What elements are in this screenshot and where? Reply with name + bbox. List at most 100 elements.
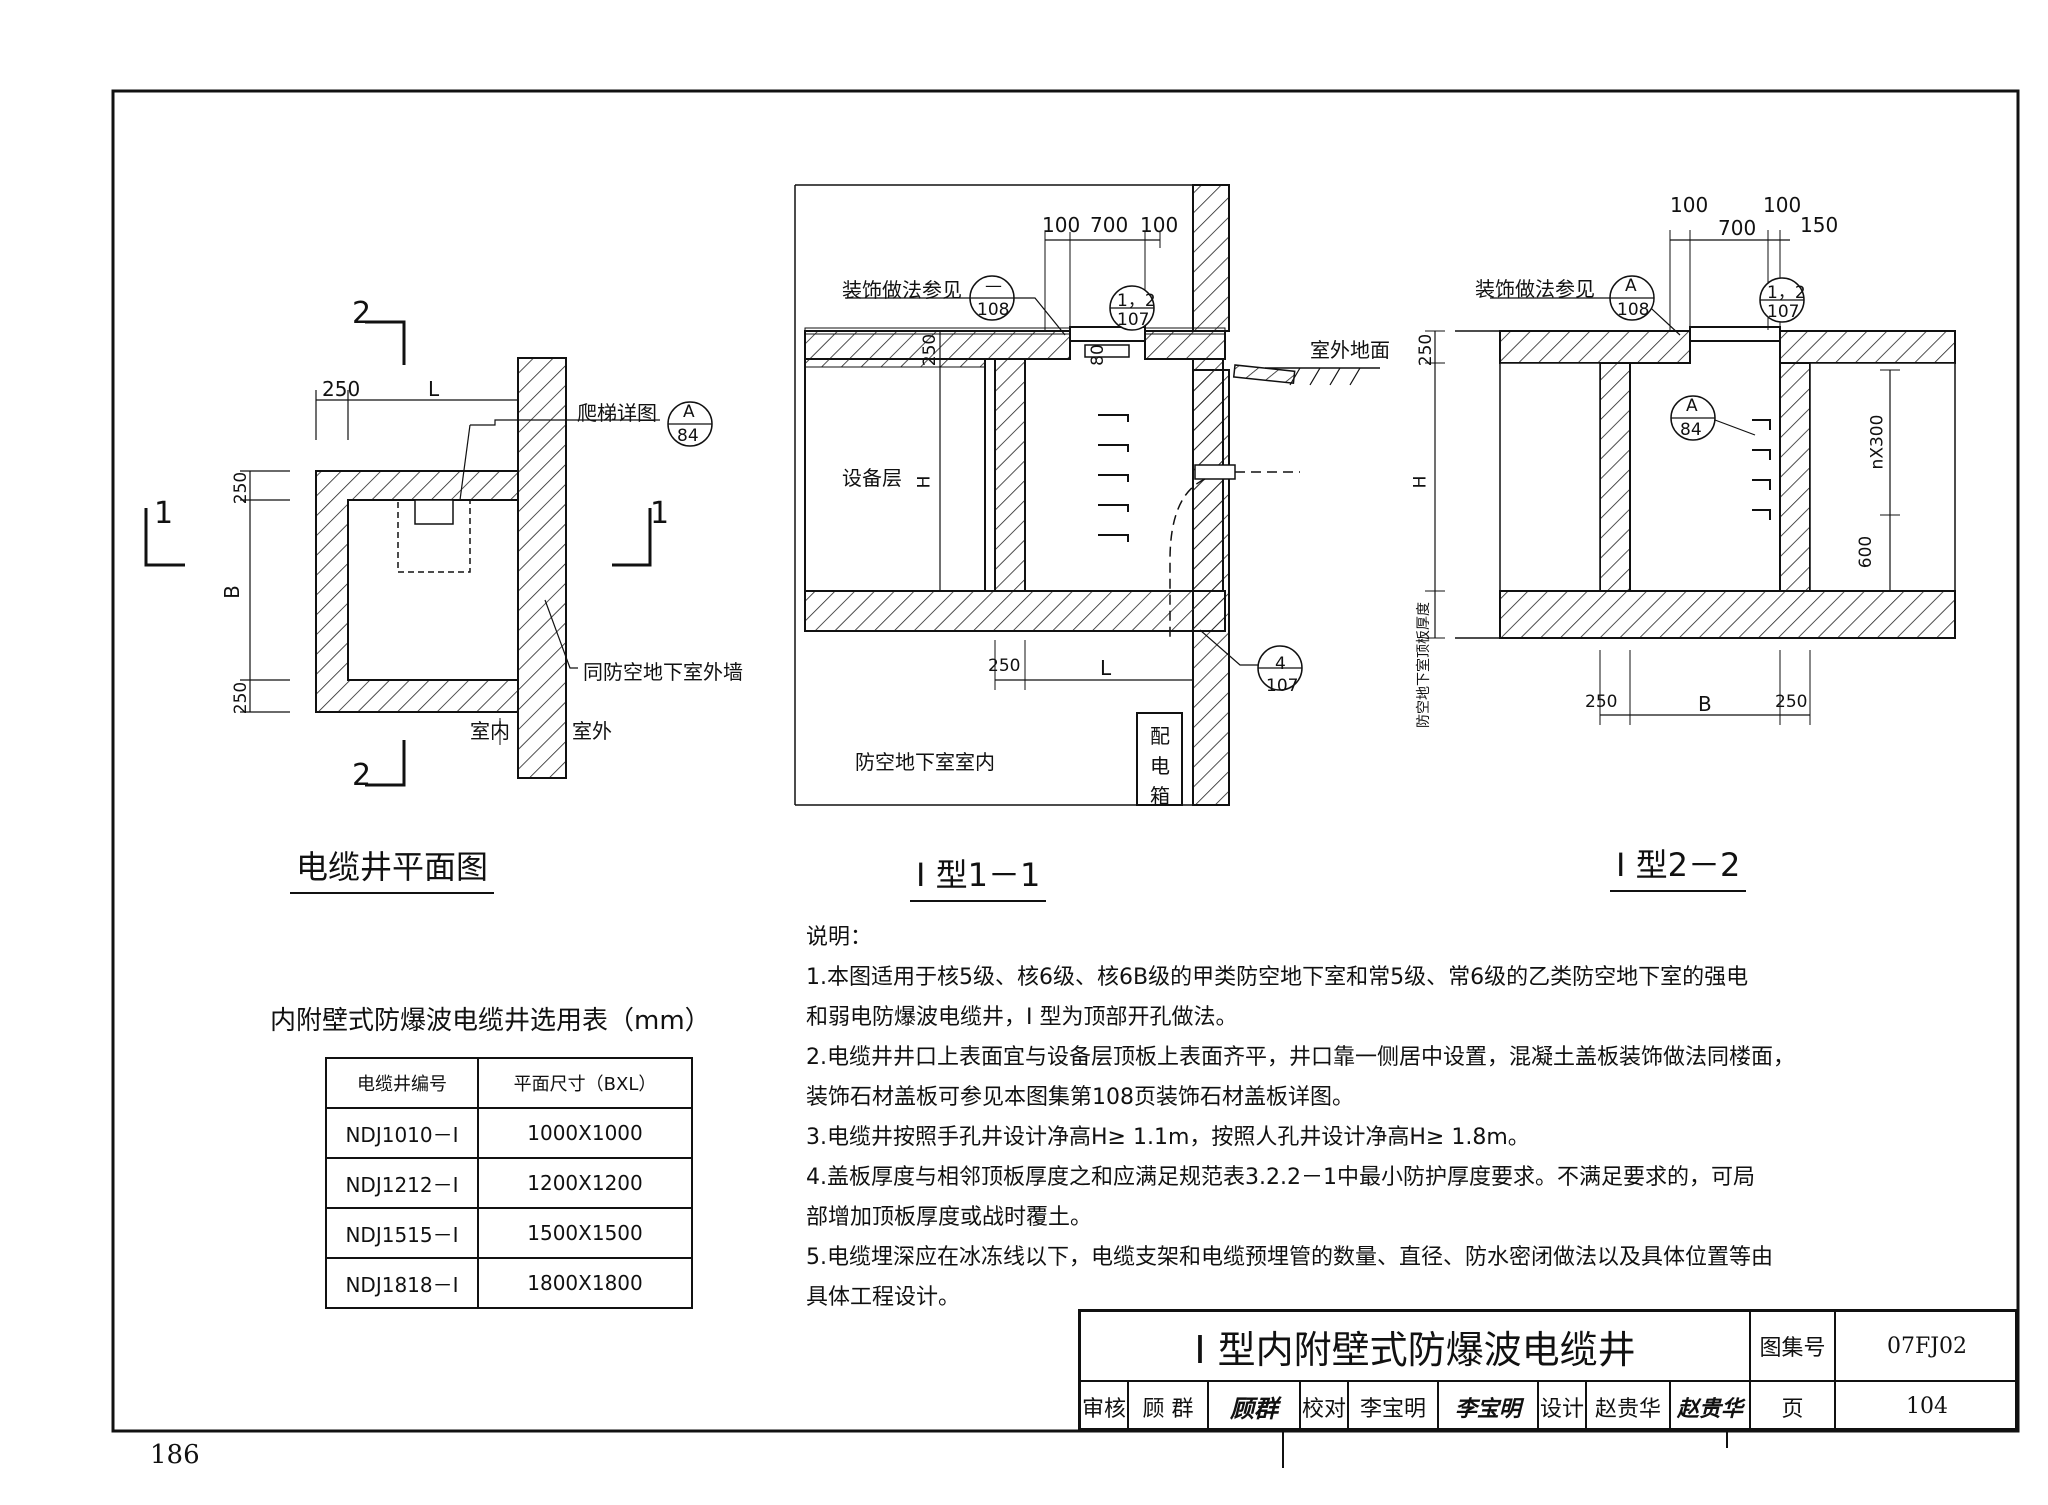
s22-ref2-top: 1，2 xyxy=(1767,283,1806,303)
s11-dim-80: 80 xyxy=(1087,344,1108,366)
page-label: 页 xyxy=(1751,1382,1836,1431)
plan-indoor: 室内 xyxy=(470,719,510,743)
selection-table: 电缆井编号 平面尺寸（BXL） NDJ1010－I 1000X1000 NDJ1… xyxy=(325,1057,693,1309)
s22-dim-b: B xyxy=(1698,692,1712,716)
atlas-label: 图集号 xyxy=(1751,1312,1836,1382)
s22-deco-ref-top: A xyxy=(1625,276,1637,296)
s11-ref3-bottom: 107 xyxy=(1266,676,1299,696)
plan-outdoor: 室外 xyxy=(572,719,612,743)
plan-ladder-label: 爬梯详图 xyxy=(577,401,657,425)
table-header-cell: 电缆井编号 xyxy=(325,1057,479,1109)
s22-dim-h: H xyxy=(1410,475,1431,489)
s22-ladder-ref-bottom: 84 xyxy=(1680,420,1702,440)
page-number-cell: 104 xyxy=(1906,1394,1948,1419)
plan-dim-l: L xyxy=(428,377,440,401)
s11-dim-l: L xyxy=(1100,656,1112,680)
table-cell: 1800X1800 xyxy=(477,1257,693,1309)
plan-dim-250-b: 250 xyxy=(231,681,252,715)
plan-ladder-ref-top: A xyxy=(683,402,695,422)
table-caption: 内附壁式防爆波电缆井选用表（mm） xyxy=(270,1006,711,1036)
plan-section-mark-2-top: 2 xyxy=(352,296,372,331)
table-cell: NDJ1515－I xyxy=(325,1207,479,1259)
s22-ladder-ref-top: A xyxy=(1686,396,1698,416)
notes-line: 具体工程设计。 xyxy=(806,1285,961,1310)
s11-dim-250-bottom: 250 xyxy=(988,656,1021,676)
plan-section-mark-1-left: 1 xyxy=(154,496,174,531)
notes-line: 部增加顶板厚度或战时覆土。 xyxy=(806,1205,1093,1230)
drawing-title: I 型内附壁式防爆波电缆井 xyxy=(1081,1312,1751,1382)
s22-dim-100-b: 100 xyxy=(1763,193,1802,217)
design-label: 设计 xyxy=(1539,1382,1587,1431)
s11-deco-ref-bottom: 108 xyxy=(977,300,1010,320)
notes-line: 1.本图适用于核5级、核6级、核6B级的甲类防空地下室和常5级、常6级的乙类防空… xyxy=(806,965,1749,990)
s11-dim-700: 700 xyxy=(1090,213,1129,237)
notes-line: 装饰石材盖板可参见本图集第108页装饰石材盖板详图。 xyxy=(806,1085,1354,1110)
table-cell: 1000X1000 xyxy=(477,1107,693,1159)
check-label: 校对 xyxy=(1301,1382,1349,1431)
atlas-number: 07FJ02 xyxy=(1836,1312,2018,1382)
notes-line: 4.盖板厚度与相邻顶板厚度之和应满足规范表3.2.2－1中最小防护厚度要求。不满… xyxy=(806,1165,1755,1190)
plan-ladder-ref-bottom: 84 xyxy=(677,426,699,446)
s11-ref3-top: 4 xyxy=(1275,654,1286,674)
checker-signature: 李宝明 xyxy=(1439,1382,1539,1431)
checker-name: 李宝明 xyxy=(1349,1382,1439,1431)
designer-signature: 赵贵华 xyxy=(1671,1382,1751,1431)
s11-dist-box-1: 配 xyxy=(1150,724,1170,748)
s22-dim-250-l: 250 xyxy=(1585,692,1618,712)
book-page-number: 186 xyxy=(150,1440,200,1470)
section-1-1 xyxy=(794,184,1380,806)
plan-view xyxy=(144,320,713,787)
table-cell: 1200X1200 xyxy=(477,1157,693,1209)
s11-dim-100-a: 100 xyxy=(1042,213,1081,237)
s11-deco-label: 装饰做法参见 xyxy=(842,278,962,302)
s22-dim-250-r: 250 xyxy=(1775,692,1808,712)
plan-dim-b: B xyxy=(219,585,244,599)
s11-outdoor-ground: 室外地面 xyxy=(1310,338,1390,362)
s22-ref2-bottom: 107 xyxy=(1767,302,1800,322)
table-header-row: 电缆井编号 平面尺寸（BXL） xyxy=(325,1057,693,1109)
s11-ref2-bottom: 107 xyxy=(1117,310,1150,330)
designer-name: 赵贵华 xyxy=(1587,1382,1671,1431)
s11-dist-box-2: 电 xyxy=(1150,754,1170,778)
s11-dim-250: 250 xyxy=(920,333,941,367)
notes-line: 和弱电防爆波电缆井，I 型为顶部开孔做法。 xyxy=(806,1005,1238,1030)
reviewer-signature: 顾群 xyxy=(1209,1382,1301,1431)
s22-dim-100-a: 100 xyxy=(1670,193,1709,217)
s22-deco-ref-bottom: 108 xyxy=(1617,300,1650,320)
s22-dim-nx300: nX300 xyxy=(1867,414,1888,470)
sheet-frame xyxy=(111,89,2020,1433)
table-row: NDJ1818－I 1800X1800 xyxy=(325,1257,693,1309)
plan-section-mark-1-right: 1 xyxy=(650,496,670,531)
title-block: I 型内附壁式防爆波电缆井 图集号 07FJ02 审核 顾 群 顾群 校对 李宝… xyxy=(1078,1309,2018,1431)
plan-dim-250-a: 250 xyxy=(231,471,252,505)
plan-title: 电缆井平面图 xyxy=(290,842,495,894)
table-row: NDJ1515－I 1500X1500 xyxy=(325,1207,693,1259)
s11-ref2-top: 1，2 xyxy=(1117,291,1156,311)
reviewer-name: 顾 群 xyxy=(1129,1382,1209,1431)
s22-dim-700: 700 xyxy=(1718,216,1757,240)
s22-dim-250: 250 xyxy=(1416,333,1437,367)
plan-section-mark-2-bottom: 2 xyxy=(352,758,372,793)
table-row: NDJ1212－I 1200X1200 xyxy=(325,1157,693,1209)
table-cell: NDJ1010－I xyxy=(325,1107,479,1159)
table-header-cell: 平面尺寸（BXL） xyxy=(477,1057,693,1109)
notes-heading: 说明： xyxy=(806,925,873,950)
notes-line: 5.电缆埋深应在冰冻线以下，电缆支架和电缆预埋管的数量、直径、防水密闭做法以及具… xyxy=(806,1245,1773,1270)
review-label: 审核 xyxy=(1081,1382,1129,1431)
notes-line: 3.电缆井按照手孔井设计净高H≥ 1.1m，按照人孔井设计净高H≥ 1.8m。 xyxy=(806,1125,1530,1150)
plan-wall-label: 同防空地下室外墙 xyxy=(583,660,743,684)
s22-dim-150: 150 xyxy=(1800,213,1839,237)
plan-dim-250-top: 250 xyxy=(322,377,361,401)
table-cell: NDJ1212－I xyxy=(325,1157,479,1209)
table-cell: NDJ1818－I xyxy=(325,1257,479,1309)
notes-line: 2.电缆井井口上表面宜与设备层顶板上表面齐平，井口靠一侧居中设置，混凝土盖板装饰… xyxy=(806,1045,1795,1070)
s11-dim-100-b: 100 xyxy=(1140,213,1179,237)
notes-block: 说明： 1.本图适用于核5级、核6级、核6B级的甲类防空地下室和常5级、常6级的… xyxy=(806,918,1886,1318)
s22-roof-thickness: 防空地下室顶板厚度 xyxy=(1416,602,1432,728)
table-cell: 1500X1500 xyxy=(477,1207,693,1259)
section-2-2 xyxy=(1425,230,1956,725)
s22-title: I 型2－2 xyxy=(1610,840,1747,892)
s11-equipment-floor: 设备层 xyxy=(842,466,902,490)
s11-basement: 防空地下室室内 xyxy=(855,750,995,774)
